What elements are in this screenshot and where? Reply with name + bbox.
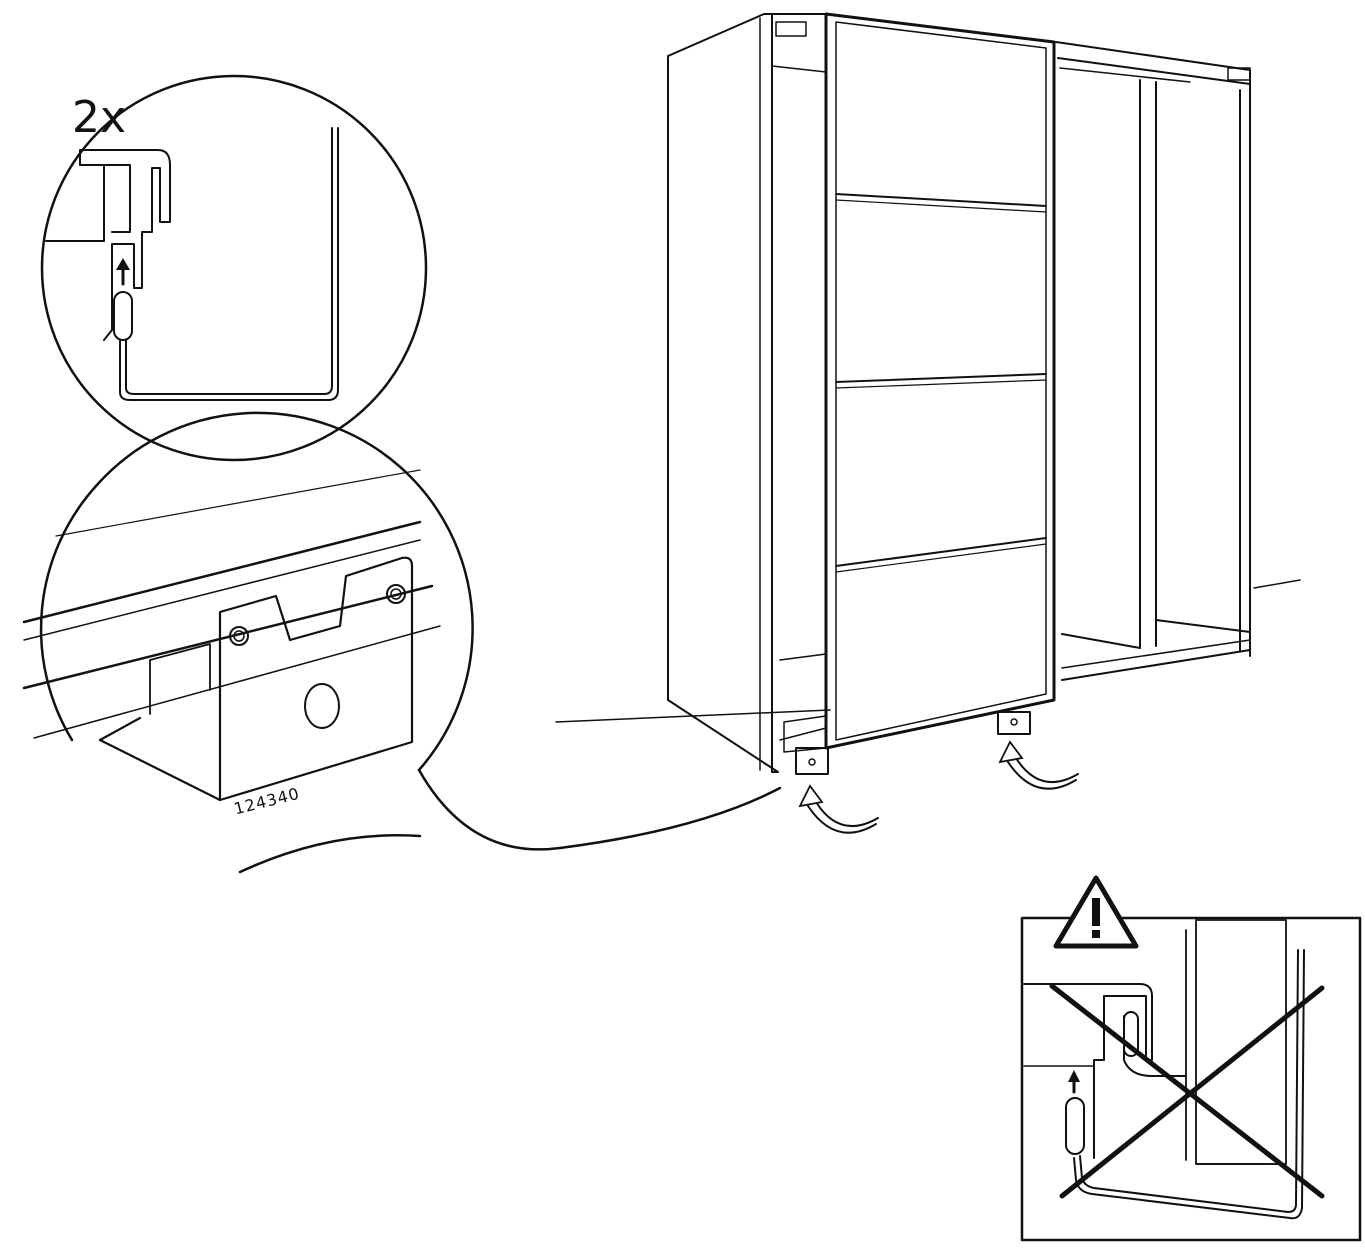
insert-arrow-icon <box>116 258 130 286</box>
rail-detail-circle <box>40 74 428 462</box>
warning-wrong-way-box <box>1020 875 1362 1242</box>
bracket-detail-circle <box>22 411 782 874</box>
quantity-label: 2x <box>72 92 127 143</box>
wrong-way-cross-icon <box>1049 983 1325 1199</box>
warning-icon <box>1053 875 1139 949</box>
wardrobe-illustration <box>555 12 1301 834</box>
